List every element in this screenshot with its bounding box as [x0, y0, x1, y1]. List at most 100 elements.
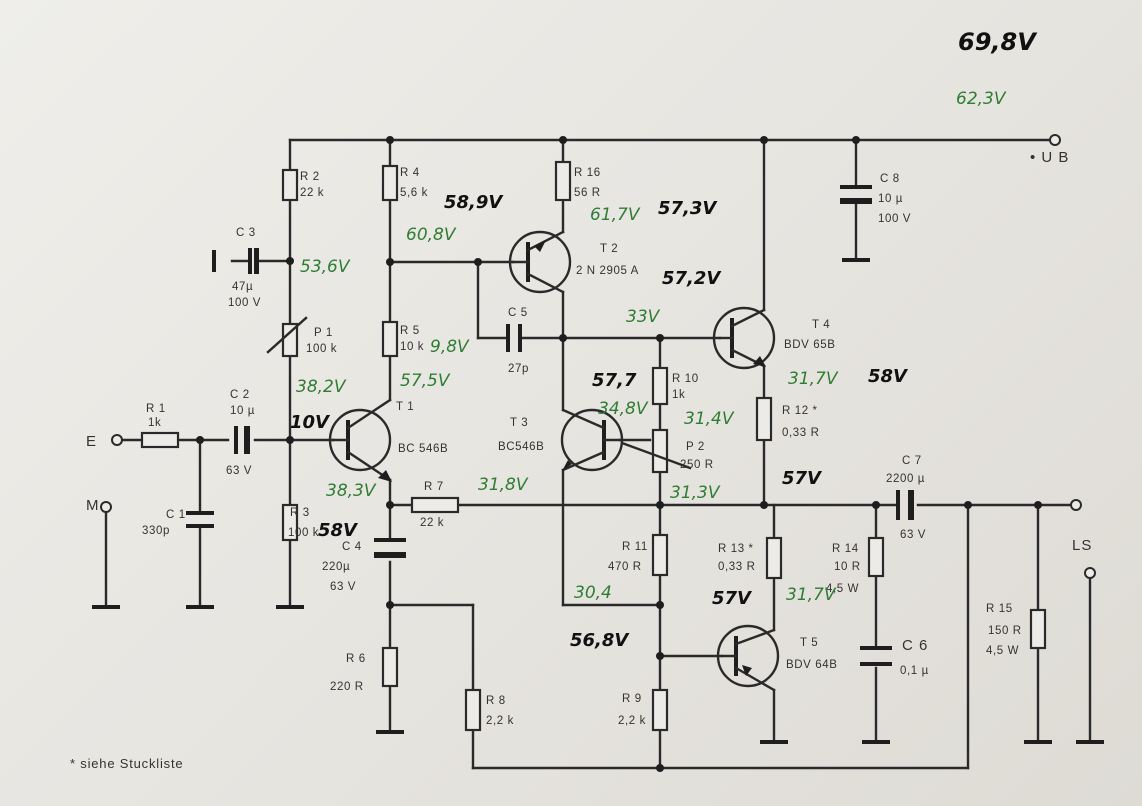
c5-label: C 5 [508, 307, 528, 319]
p2-value: 250 R [680, 459, 714, 471]
note-57-3v: 57,3V [658, 198, 718, 219]
note-58v: 58V [868, 366, 909, 387]
r3-resistor [281, 503, 299, 542]
note-62-3v: 62,3V [956, 89, 1007, 109]
terminals [100, 134, 1096, 579]
c1-value: 330p [142, 525, 170, 537]
t3-value: BC546B [498, 441, 544, 453]
note-69-8v: 69,8V [958, 28, 1038, 56]
note-57-5v: 57,5V [400, 371, 451, 391]
note-30-4: 30,4 [574, 583, 612, 603]
r9-resistor [651, 688, 669, 732]
p2-label: P 2 [686, 441, 705, 453]
ground-symbols [92, 250, 1104, 744]
c6-label: C 6 [902, 637, 928, 654]
t1-transistor [328, 398, 392, 482]
t2-value: 2 N 2905 A [576, 265, 639, 277]
black-voltage-annotations: 69,8V 58,9V 57,3V 57,2V 58V 10V 57,7 57V… [290, 28, 1038, 651]
note-57-2v: 57,2V [662, 268, 722, 289]
c3-label: C 3 [236, 227, 256, 239]
c5-value: 27p [508, 363, 529, 375]
p2-potentiometer [651, 428, 669, 474]
c3-value: 47µ [232, 281, 253, 293]
r2-value: 22 k [300, 187, 324, 199]
r14-label: R 14 [832, 543, 859, 555]
r6-label: R 6 [346, 653, 366, 665]
t3-label: T 3 [510, 417, 528, 429]
r4-value: 5,6 k [400, 187, 428, 199]
note-38-3v: 38,3V [326, 481, 377, 501]
r8-resistor [464, 688, 482, 732]
note-60-8v: 60,8V [406, 225, 457, 245]
e-label: E [86, 433, 97, 450]
transistors [328, 230, 780, 692]
note-34-8v: 34,8V [598, 399, 649, 419]
r8-value: 2,2 k [486, 715, 514, 727]
r10-label: R 10 [672, 373, 699, 385]
ls-label: LS [1072, 537, 1092, 554]
note-57v-t5: 57V [712, 588, 753, 609]
wires [104, 138, 1092, 770]
note-58v-c4: 58V [318, 520, 359, 541]
ub-terminal [1049, 134, 1061, 146]
c7-value: 2200 µ [886, 473, 925, 485]
c8-label: C 8 [880, 173, 900, 185]
note-31-4v: 31,4V [684, 409, 735, 429]
capacitors [186, 185, 914, 666]
r12-value: 0,33 R [782, 427, 819, 439]
r7-label: R 7 [424, 481, 444, 493]
c3-rating: 100 V [228, 297, 261, 309]
r14-resistor [867, 536, 885, 578]
p1-label: P 1 [314, 327, 333, 339]
c1-label: C 1 [166, 509, 186, 521]
t2-label: T 2 [600, 243, 618, 255]
t1-label: T 1 [396, 401, 414, 413]
t5-transistor [716, 624, 780, 692]
r16-resistor [554, 160, 572, 202]
p1-value: 100 k [306, 343, 337, 355]
c4-label: C 4 [342, 541, 362, 553]
r12-resistor [755, 396, 773, 442]
r15-label: R 15 [986, 603, 1013, 615]
t4-value: BDV 65B [784, 339, 836, 351]
r13-label: R 13 * [718, 543, 754, 555]
c2-value: 10 µ [230, 405, 255, 417]
c8-value: 10 µ [878, 193, 903, 205]
r8-label: R 8 [486, 695, 506, 707]
r13-value: 0,33 R [718, 561, 755, 573]
note-57-7: 57,7 [592, 370, 637, 391]
r4-resistor [381, 164, 399, 202]
t5-label: T 5 [800, 637, 818, 649]
r15-resistor [1029, 608, 1047, 650]
c2-label: C 2 [230, 389, 250, 401]
note-31-7v-lower: 31,7V [786, 585, 837, 605]
resistors [140, 160, 1047, 732]
r7-value: 22 k [420, 517, 444, 529]
r3-value: 100 k [288, 527, 319, 539]
c2-capacitor [234, 426, 250, 454]
t1-value: BC 546B [398, 443, 448, 455]
t5-value: BDV 64B [786, 659, 838, 671]
t3-transistor [560, 408, 624, 472]
note-33v: 33V [626, 307, 661, 327]
c5-capacitor [506, 324, 522, 352]
r11-value: 470 R [608, 561, 642, 573]
r11-resistor [651, 533, 669, 577]
r12-label: R 12 * [782, 405, 818, 417]
note-9-8v: 9,8V [430, 337, 470, 357]
note-56-8v: 56,8V [570, 630, 630, 651]
component-labels: • U B E M LS R 1 1k C 1 330p C 2 10 µ 63… [70, 149, 1092, 771]
c8-capacitor [840, 185, 872, 204]
r11-label: R 11 [622, 541, 648, 553]
t4-label: T 4 [812, 319, 830, 331]
m-label: M [86, 497, 100, 514]
note-10v: 10V [290, 412, 331, 433]
r1-resistor [140, 431, 180, 449]
r14-value: 10 R [834, 561, 861, 573]
r2-resistor [281, 168, 299, 202]
c6-capacitor [860, 646, 892, 666]
r9-label: R 9 [622, 693, 642, 705]
r5-label: R 5 [400, 325, 420, 337]
note-57v-output: 57V [782, 468, 823, 489]
